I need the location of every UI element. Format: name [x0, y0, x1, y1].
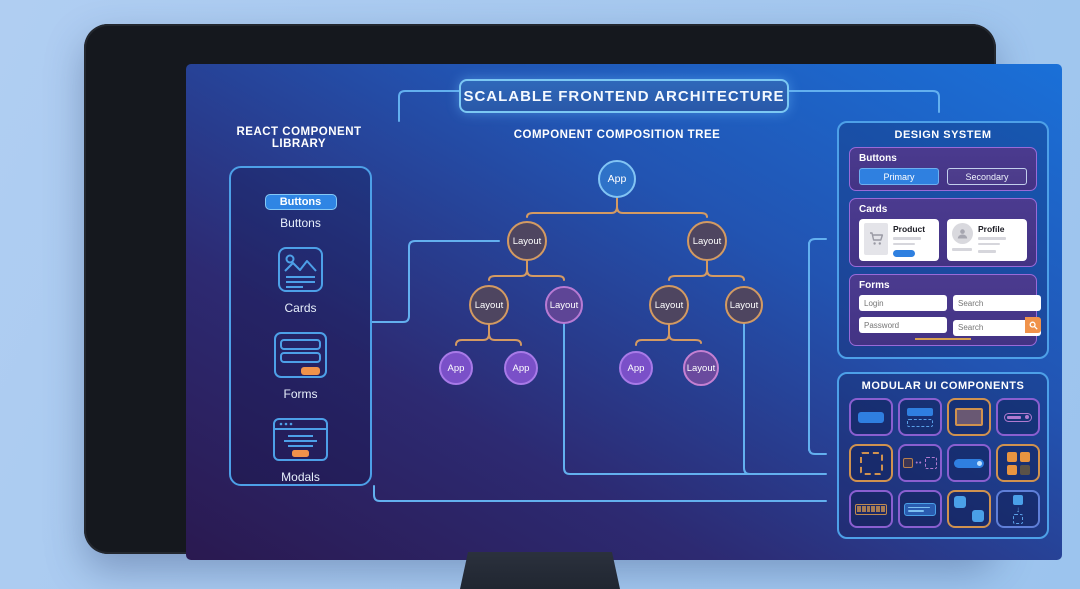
design-system-heading: DESIGN SYSTEM [894, 129, 992, 141]
tile-toolbar[interactable] [898, 490, 942, 528]
design-system-cards-card: Cards Product [849, 198, 1037, 267]
tree-node-layout: Layout [725, 286, 763, 324]
connector-library-to-tree [371, 240, 500, 323]
forms-section-label: Forms [859, 280, 890, 291]
tree-heading: COMPONENT COMPOSITION TREE [513, 129, 721, 141]
text-line [978, 250, 996, 253]
product-card[interactable]: Product [859, 219, 939, 261]
tree-node-app-leaf: App [504, 351, 538, 385]
screen: SCALABLE FRONTEND ARCHITECTURE REACT COM… [186, 64, 1062, 560]
search-button[interactable] [1025, 317, 1041, 333]
primary-button[interactable]: Primary [859, 168, 939, 185]
library-item-label: Modals [281, 470, 320, 484]
library-item-label: Cards [284, 301, 317, 315]
tile-panel[interactable] [947, 398, 991, 436]
modal-icon [273, 418, 328, 461]
text-line [978, 237, 1006, 240]
tree-edge [668, 260, 708, 281]
tile-button[interactable] [849, 398, 893, 436]
form-icon [274, 332, 327, 378]
tree-edge [706, 260, 745, 281]
tile-component-flow[interactable]: ↓ [996, 490, 1040, 528]
forms-accent-underline [915, 338, 971, 340]
login-field[interactable] [859, 295, 947, 311]
modular-grid: •• ↓ [849, 398, 1040, 528]
cards-section-label: Cards [859, 204, 888, 215]
secondary-button[interactable]: Secondary [947, 168, 1027, 185]
cart-icon [864, 223, 888, 255]
library-item-label: Forms [283, 387, 318, 401]
card-icon [278, 247, 323, 292]
design-system-panel: DESIGN SYSTEM Buttons Primary Secondary … [837, 121, 1049, 359]
tree-node-layout: Layout [687, 221, 727, 261]
text-line [978, 242, 1000, 245]
tile-pill-input[interactable] [996, 398, 1040, 436]
tile-segmented-progress[interactable] [849, 490, 893, 528]
tile-icon-grid[interactable] [996, 444, 1040, 482]
connector-wires [371, 90, 940, 502]
avatar [952, 223, 973, 244]
library-item-forms[interactable]: Forms [273, 331, 328, 401]
tree-node-app-leaf: App [439, 351, 473, 385]
tree-node-app-root: App [598, 160, 636, 198]
tree-edge [526, 197, 618, 218]
search-field-with-button[interactable] [953, 319, 1041, 336]
tree-node-app-leaf: App [619, 351, 653, 385]
profile-card[interactable]: Profile [947, 219, 1027, 261]
tree-node-layout: Layout [545, 286, 583, 324]
tree-node-layout-leaf: Layout [683, 350, 719, 386]
library-buttons-button[interactable]: Buttons [264, 194, 337, 210]
design-system-buttons-card: Buttons Primary Secondary [849, 147, 1037, 191]
monitor-frame: SCALABLE FRONTEND ARCHITECTURE REACT COM… [84, 24, 1062, 560]
profile-card-title: Profile [978, 224, 1005, 234]
search-icon [1029, 321, 1038, 330]
search-field[interactable] [953, 295, 1041, 311]
tree-node-layout: Layout [507, 221, 547, 261]
connector-title-to-design-system [788, 90, 940, 113]
connector-title-to-library [398, 90, 460, 122]
tree-edge [488, 260, 528, 281]
page-title: SCALABLE FRONTEND ARCHITECTURE [459, 79, 789, 113]
tile-slider[interactable] [947, 444, 991, 482]
tree-edge [668, 324, 702, 344]
product-card-title: Product [893, 224, 926, 234]
text-line [893, 237, 921, 240]
buttons-section-label: Buttons [859, 153, 897, 164]
react-component-library-panel: Buttons Buttons Cards [229, 166, 372, 486]
monitor-stand [460, 552, 620, 589]
connector-tree-to-modular-2 [743, 323, 787, 475]
product-cta-pill [893, 250, 915, 257]
library-item-label: Buttons [280, 216, 321, 230]
modular-ui-components-panel: MODULAR UI COMPONENTS •• [837, 372, 1049, 539]
tile-button-states[interactable] [898, 398, 942, 436]
modular-heading: MODULAR UI COMPONENTS [861, 380, 1025, 392]
library-heading: REACT COMPONENT LIBRARY [236, 126, 362, 150]
connector-tree-to-modular-1 [563, 323, 827, 475]
tree-edge [616, 197, 708, 218]
tree-edge [526, 260, 565, 281]
tree-node-layout: Layout [469, 285, 509, 325]
tree-edge [455, 324, 490, 346]
library-item-modals[interactable]: Modals [272, 417, 329, 484]
connector-vertical-to-modular [808, 242, 827, 455]
design-system-forms-card: Forms [849, 274, 1041, 346]
tree-edge [488, 324, 522, 346]
connector-library-to-modular [373, 485, 827, 502]
tile-drag-and-drop[interactable]: •• [898, 444, 942, 482]
text-line [952, 248, 972, 251]
text-line [893, 242, 915, 245]
password-field[interactable] [859, 317, 947, 333]
connector-vertical-to-design-system [808, 238, 827, 451]
tree-node-layout: Layout [649, 285, 689, 325]
tile-dashed-dropzone[interactable] [849, 444, 893, 482]
library-item-cards[interactable]: Cards [277, 246, 324, 315]
tree-edge [635, 324, 670, 346]
tile-checkbox-pair[interactable] [947, 490, 991, 528]
